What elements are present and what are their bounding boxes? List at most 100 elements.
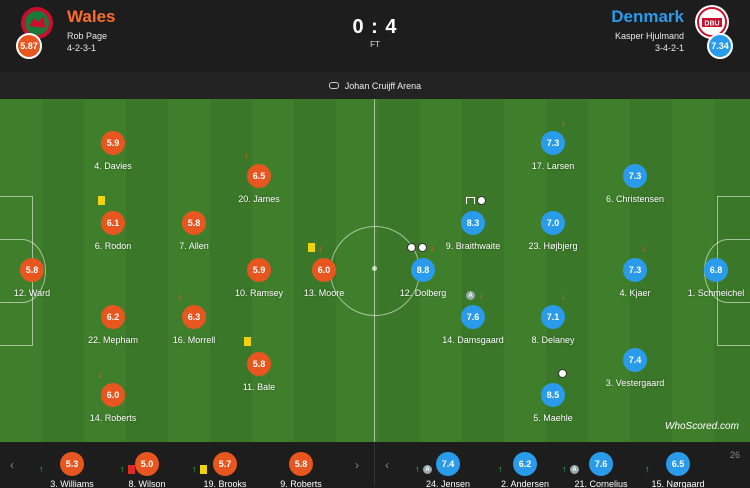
player-name: 1. Schmeichel bbox=[687, 288, 745, 298]
player-rating: 6.0 bbox=[312, 258, 336, 282]
subbed-on-icon: ↑ bbox=[39, 464, 44, 474]
player-name: 15. Nørgaard bbox=[651, 479, 705, 488]
player-james[interactable]: 6.5 20. James bbox=[214, 164, 304, 210]
player-ward[interactable]: 5.8 12. Ward bbox=[0, 258, 77, 304]
player-damsgaard[interactable]: 7.6 14. Damsgaard bbox=[428, 305, 518, 351]
whoscored-logo[interactable]: WhoScored.com bbox=[665, 421, 739, 432]
subbed-off-icon: ↓ bbox=[642, 243, 647, 253]
sub-wilson[interactable]: ↑ 5.0 8. Wilson bbox=[102, 446, 192, 488]
match-header: Wales Rob Page 4-2-3-1 5.87 0 : 4 FT Den… bbox=[0, 0, 750, 72]
player-ramsey[interactable]: 5.9 10. Ramsey bbox=[214, 258, 304, 304]
bench-prev-arrow[interactable]: ‹ bbox=[385, 458, 389, 472]
player-rating: 5.8 bbox=[247, 352, 271, 376]
player-rating: 6.2 bbox=[513, 452, 537, 476]
player-hojbjerg[interactable]: 7.0 23. Højbjerg bbox=[508, 211, 598, 257]
player-name: 16. Morrell bbox=[172, 335, 216, 345]
player-name: 19. Brooks bbox=[203, 479, 247, 488]
subbed-off-icon: ↓ bbox=[178, 291, 183, 301]
player-name: 9. Braithwaite bbox=[445, 241, 501, 251]
bench-next-arrow[interactable]: › bbox=[355, 458, 359, 472]
subbed-off-icon: ↓ bbox=[561, 117, 566, 127]
player-name: 14. Damsgaard bbox=[442, 335, 504, 345]
sub-jensen[interactable]: ↑ A 7.4 24. Jensen bbox=[403, 446, 493, 488]
subbed-off-icon: ↓ bbox=[98, 369, 103, 379]
stadium-icon bbox=[328, 82, 339, 89]
home-team-name[interactable]: Wales bbox=[67, 7, 116, 26]
player-kjaer[interactable]: 7.3 4. Kjaer bbox=[590, 258, 680, 304]
player-bale[interactable]: 5.8 11. Bale bbox=[214, 352, 304, 398]
wales-crest-icon bbox=[21, 7, 53, 39]
player-moore[interactable]: 6.0 13. Moore bbox=[279, 258, 369, 304]
home-formation: 4-2-3-1 bbox=[67, 43, 97, 53]
player-rating: 6.2 bbox=[101, 305, 125, 329]
player-rating: 7.6 bbox=[461, 305, 485, 329]
player-schmeichel[interactable]: 6.8 1. Schmeichel bbox=[671, 258, 750, 304]
player-rating: 7.4 bbox=[436, 452, 460, 476]
player-name: 12. Dolberg bbox=[399, 288, 447, 298]
sub-cornelius[interactable]: ↑ A 7.6 21. Cornelius bbox=[556, 446, 646, 488]
home-team-rating: 5.87 bbox=[16, 33, 42, 59]
player-rating: 7.3 bbox=[623, 164, 647, 188]
player-maehle[interactable]: 8.5 5. Maehle bbox=[508, 383, 598, 429]
sub-brooks[interactable]: ↑ 5.7 19. Brooks bbox=[180, 446, 270, 488]
goal-ball-icon bbox=[407, 243, 416, 252]
player-rating: 7.0 bbox=[541, 211, 565, 235]
away-coach: Kasper Hjulmand bbox=[614, 31, 684, 41]
player-rating: 7.1 bbox=[541, 305, 565, 329]
bench-prev-arrow[interactable]: ‹ bbox=[10, 458, 14, 472]
player-name: 11. Bale bbox=[242, 382, 276, 392]
player-rating: 6.5 bbox=[666, 452, 690, 476]
player-name: 24. Jensen bbox=[425, 479, 471, 488]
assist-goalpost-icon bbox=[466, 197, 475, 204]
player-rating: 5.0 bbox=[135, 452, 159, 476]
player-rating: 5.3 bbox=[60, 452, 84, 476]
subbed-on-icon: ↑ bbox=[120, 464, 125, 474]
player-rating: 8.8 bbox=[411, 258, 435, 282]
subbed-on-icon: ↑ bbox=[415, 464, 420, 474]
player-name: 12. Ward bbox=[13, 288, 51, 298]
player-allen[interactable]: 5.8 7. Allen bbox=[149, 211, 239, 257]
goal-ball-icon bbox=[558, 369, 567, 378]
player-rating: 5.7 bbox=[213, 452, 237, 476]
player-name: 2. Andersen bbox=[500, 479, 550, 488]
player-rating: 8.5 bbox=[541, 383, 565, 407]
player-morrell[interactable]: 6.3 16. Morrell bbox=[149, 305, 239, 351]
player-rating: 5.8 bbox=[20, 258, 44, 282]
sub-norgaard[interactable]: ↑ 6.5 15. Nørgaard bbox=[633, 446, 723, 488]
yellow-card-icon bbox=[200, 465, 207, 474]
player-name: 3. Vestergaard bbox=[605, 378, 665, 388]
match-score: 0 : 4 bbox=[352, 16, 398, 38]
subbed-on-icon: ↑ bbox=[645, 464, 650, 474]
svg-text:DBU: DBU bbox=[704, 21, 719, 28]
player-name: 4. Davies bbox=[94, 161, 132, 171]
assist-icon: A bbox=[423, 465, 432, 474]
home-penalty-arc bbox=[0, 239, 46, 303]
player-dolberg[interactable]: 8.8 12. Dolberg bbox=[378, 258, 468, 304]
assist-icon: A bbox=[466, 291, 475, 300]
player-rating: 6.0 bbox=[101, 383, 125, 407]
player-mepham[interactable]: 6.2 22. Mepham bbox=[68, 305, 158, 351]
player-braithwaite[interactable]: 8.3 9. Braithwaite bbox=[428, 211, 518, 257]
venue-bar: Johan Cruijff Arena bbox=[0, 72, 750, 99]
player-name: 22. Mepham bbox=[87, 335, 139, 345]
away-team-name[interactable]: Denmark bbox=[611, 7, 684, 26]
subbed-off-icon: ↓ bbox=[430, 243, 435, 253]
bench-next-minute[interactable]: 26 bbox=[730, 450, 741, 460]
yellow-card-icon bbox=[98, 196, 105, 205]
player-vestergaard[interactable]: 7.4 3. Vestergaard bbox=[590, 348, 680, 394]
venue-name: Johan Cruijff Arena bbox=[344, 80, 422, 91]
player-roberts[interactable]: 6.0 14. Roberts bbox=[68, 383, 158, 429]
player-name: 21. Cornelius bbox=[574, 479, 628, 488]
player-delaney[interactable]: 7.1 8. Delaney bbox=[508, 305, 598, 351]
player-larsen[interactable]: 7.3 17. Larsen bbox=[508, 131, 598, 177]
player-davies[interactable]: 5.9 4. Davies bbox=[68, 131, 158, 177]
subbed-off-icon: ↓ bbox=[318, 243, 323, 253]
player-name: 3. Williams bbox=[50, 479, 94, 488]
sub-roberts[interactable]: 5.8 9. Roberts bbox=[256, 446, 346, 488]
sub-andersen[interactable]: ↑ 6.2 2. Andersen bbox=[480, 446, 570, 488]
sub-williams[interactable]: ↑ 5.3 3. Williams bbox=[27, 446, 117, 488]
center-spot bbox=[372, 266, 377, 271]
player-christensen[interactable]: 7.3 6. Christensen bbox=[590, 164, 680, 210]
player-name: 13. Moore bbox=[303, 288, 345, 298]
player-rodon[interactable]: 6.1 6. Rodon bbox=[68, 211, 158, 257]
